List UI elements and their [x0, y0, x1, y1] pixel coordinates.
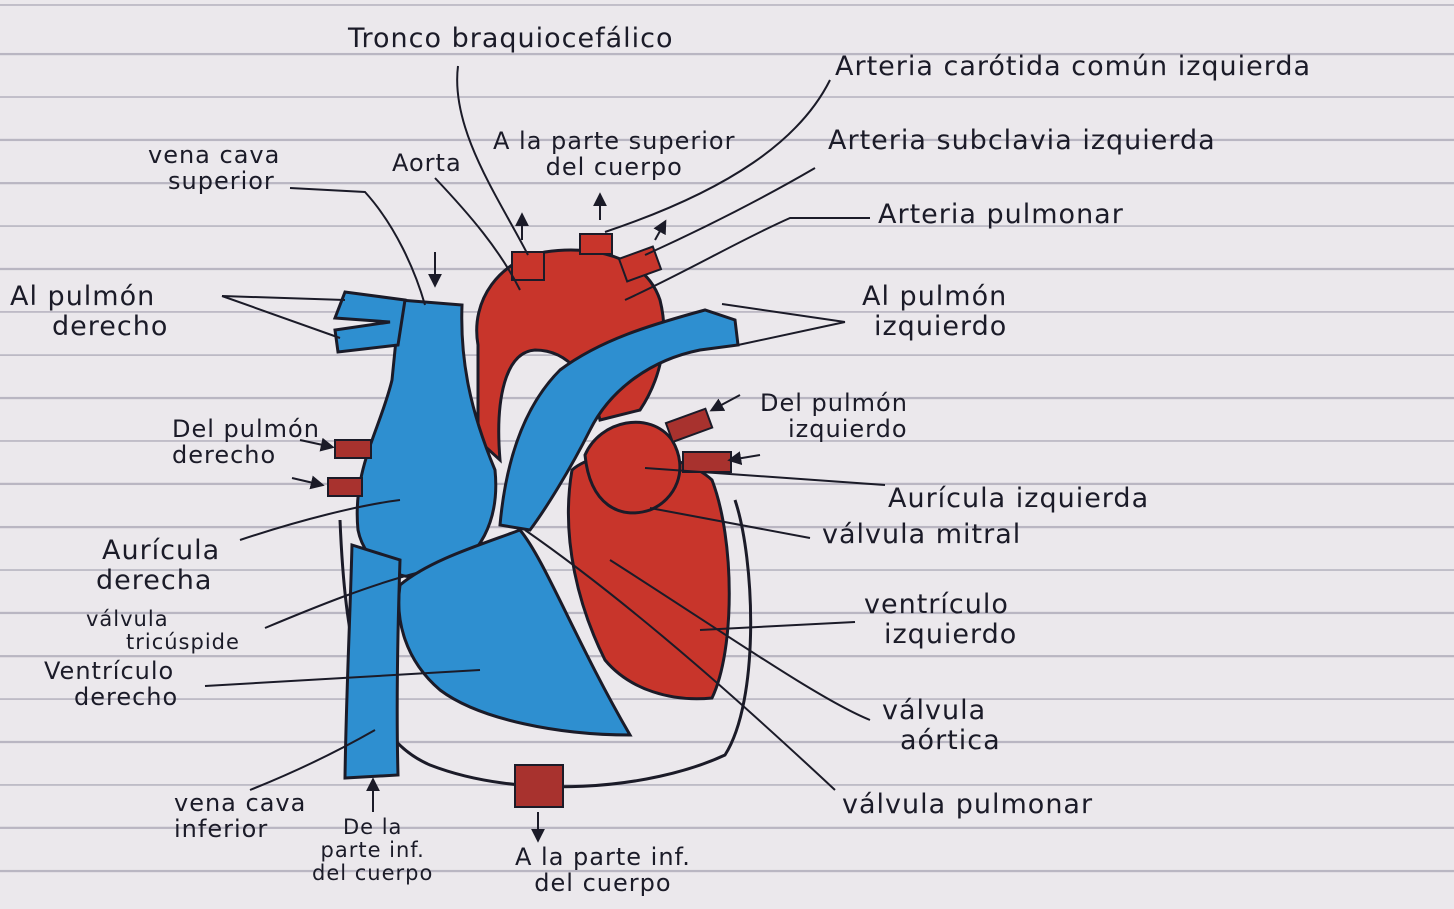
label-a-la-parte-inf-line2: del cuerpo — [515, 870, 691, 896]
right-pulmonary-vein-top — [335, 440, 371, 458]
label-al-pulmon-derecho: Al pulmón derecho — [10, 282, 168, 342]
label-valvula-aortica-line1: válvula — [882, 696, 1001, 726]
label-del-pulmon-izquierdo-line1: Del pulmón — [760, 390, 908, 416]
label-del-pulmon-derecho-line1: Del pulmón — [172, 416, 320, 442]
label-valvula-tricuspide: válvula tricúspide — [86, 608, 240, 654]
label-vena-cava-inferior: vena cava inferior — [174, 790, 306, 842]
label-auricula-derecha-line2: derecha — [96, 566, 220, 596]
label-auricula-derecha: Aurícula derecha — [96, 536, 220, 596]
label-ventriculo-izquierdo-line2: izquierdo — [864, 620, 1017, 650]
label-valvula-mitral: válvula mitral — [822, 520, 1021, 550]
label-al-pulmon-izquierdo-line2: izquierdo — [862, 312, 1007, 342]
label-de-la-parte-inf-line3: del cuerpo — [312, 862, 433, 885]
label-al-pulmon-izquierdo: Al pulmón izquierdo — [862, 282, 1007, 342]
label-al-pulmon-izquierdo-line1: Al pulmón — [862, 282, 1007, 312]
label-de-la-parte-inf-line1: De la — [312, 816, 433, 839]
label-de-la-parte-inf-line2: parte inf. — [312, 839, 433, 862]
label-arteria-pulmonar: Arteria pulmonar — [878, 200, 1124, 230]
label-ventriculo-derecho-line2: derecho — [44, 684, 178, 710]
label-valvula-aortica-line2: aórtica — [882, 726, 1001, 756]
right-pulmonary-vein-bottom — [328, 478, 362, 496]
leader-subclavia — [645, 168, 815, 255]
label-auricula-izquierda: Aurícula izquierda — [888, 484, 1149, 514]
label-vena-cava-inferior-line2: inferior — [174, 816, 306, 842]
label-del-pulmon-izquierdo: Del pulmón izquierdo — [760, 390, 908, 442]
left-pulmonary-vein-top — [666, 409, 712, 442]
label-vena-cava-superior: vena cava superior — [148, 142, 280, 194]
label-ventriculo-izquierdo: ventrículo izquierdo — [864, 590, 1017, 650]
left-pulmonary-vein-bottom — [683, 452, 731, 472]
right-pulmonary-branches — [335, 292, 405, 352]
label-al-pulmon-derecho-line1: Al pulmón — [10, 282, 168, 312]
label-vena-cava-inferior-line1: vena cava — [174, 790, 306, 816]
leader-pulmon-derecho-a — [222, 296, 345, 300]
arrow-from-left-lung — [712, 395, 740, 410]
label-a-la-parte-superior-line1: A la parte superior — [493, 128, 735, 154]
label-vena-cava-superior-line2: superior — [148, 168, 280, 194]
carotid-stub — [580, 234, 612, 254]
label-a-la-parte-superior: A la parte superior del cuerpo — [493, 128, 735, 180]
label-del-pulmon-izquierdo-line2: izquierdo — [760, 416, 908, 442]
label-de-la-parte-inf: De la parte inf. del cuerpo — [312, 816, 433, 885]
label-valvula-aortica: válvula aórtica — [882, 696, 1001, 756]
label-arteria-subclavia: Arteria subclavia izquierda — [828, 126, 1216, 156]
label-vena-cava-superior-line1: vena cava — [148, 142, 280, 168]
arrow-subclavia-up — [655, 222, 665, 240]
label-a-la-parte-inf: A la parte inf. del cuerpo — [515, 844, 691, 896]
arrow-left-vein-in — [730, 455, 760, 460]
label-valvula-pulmonar: válvula pulmonar — [842, 790, 1093, 820]
leader-pulmon-izquierdo-b — [738, 322, 845, 345]
leader-pulmon-izquierdo-a — [722, 304, 845, 322]
descending-aorta — [515, 765, 563, 807]
leader-arteria-pulmonar — [625, 218, 870, 300]
arrow-from-right-lung-b — [292, 478, 322, 485]
label-al-pulmon-derecho-line2: derecho — [10, 312, 168, 342]
label-a-la-parte-inf-line1: A la parte inf. — [515, 844, 691, 870]
leader-vena-cava-superior — [290, 188, 425, 305]
label-ventriculo-izquierdo-line1: ventrículo — [864, 590, 1017, 620]
label-ventriculo-derecho-line1: Ventrículo — [44, 658, 178, 684]
label-valvula-tricuspide-line2: tricúspide — [86, 631, 240, 654]
label-a-la-parte-superior-line2: del cuerpo — [493, 154, 735, 180]
label-del-pulmon-derecho: Del pulmón derecho — [172, 416, 320, 468]
label-valvula-tricuspide-line1: válvula — [86, 608, 240, 631]
brachiocephalic-stub — [512, 252, 544, 280]
label-arteria-carotida: Arteria carótida común izquierda — [835, 52, 1311, 82]
label-ventriculo-derecho: Ventrículo derecho — [44, 658, 178, 710]
label-tronco-braquiocefalico: Tronco braquiocefálico — [348, 24, 674, 54]
label-auricula-derecha-line1: Aurícula — [96, 536, 220, 566]
leader-pulmon-derecho-b — [222, 296, 340, 338]
label-aorta: Aorta — [392, 150, 462, 176]
subclavian-stub — [619, 247, 661, 282]
label-del-pulmon-derecho-line2: derecho — [172, 442, 320, 468]
